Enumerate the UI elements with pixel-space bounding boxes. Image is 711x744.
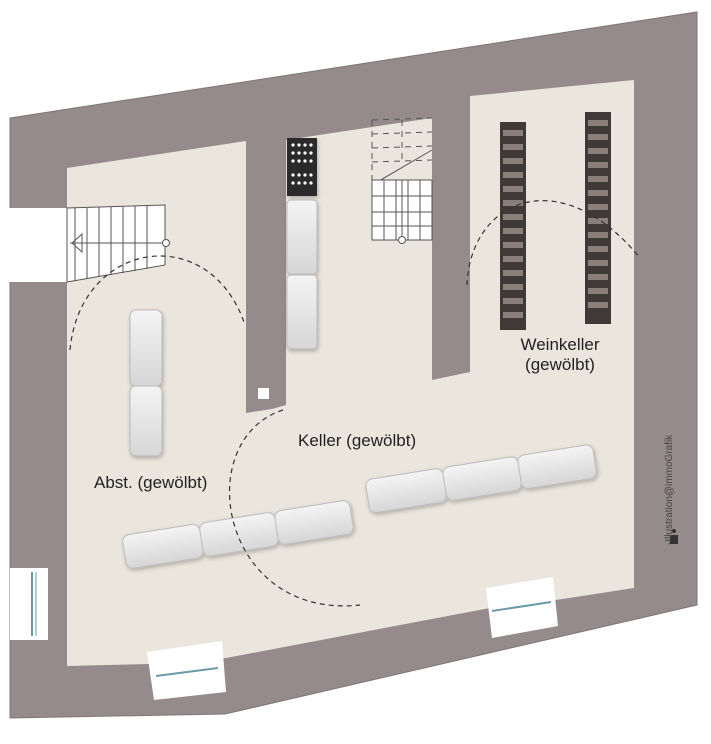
room-label-weinkeller: Weinkeller (gewölbt) — [510, 335, 610, 375]
wall-opening — [0, 208, 67, 282]
room-label-weinkeller-line2: (gewölbt) — [525, 355, 595, 374]
shelf-tall-middle — [286, 138, 318, 350]
floor-area — [67, 80, 634, 666]
shelf-bottom-left — [122, 500, 354, 569]
shelf-left — [129, 309, 163, 457]
shelf-bottom-right — [365, 444, 597, 514]
image-credit: -Illustration@immoGrafik — [664, 434, 675, 545]
room-label-abstellraum: Abst. (gewölbt) — [94, 473, 208, 492]
room-label-weinkeller-line1: Weinkeller — [520, 335, 600, 354]
column — [258, 388, 269, 399]
door-arc-left — [69, 255, 246, 351]
stairs-middle — [371, 117, 433, 244]
room-label-keller: Keller (gewölbt) — [298, 431, 417, 450]
window-bottom — [147, 641, 226, 700]
wine-rack-right — [585, 112, 611, 324]
wine-rack-left — [500, 122, 526, 330]
door-arc-center — [228, 409, 361, 607]
sparkasse-logo-icon — [670, 529, 678, 544]
window-left — [10, 568, 48, 640]
window-bottom-right — [486, 577, 558, 638]
door-arc-right — [466, 200, 641, 286]
storage-dots — [291, 143, 313, 185]
stairs-left — [66, 204, 170, 283]
